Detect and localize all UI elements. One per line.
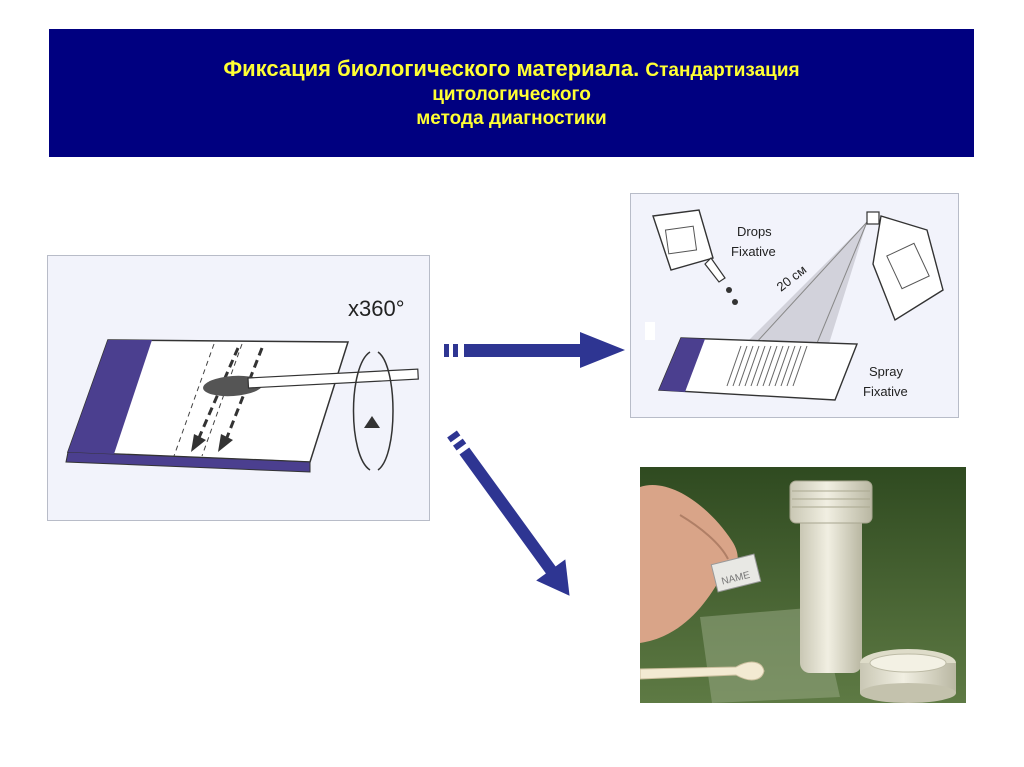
guide-line <box>201 343 243 457</box>
spray-label <box>886 242 930 290</box>
arrow-dash <box>453 344 458 357</box>
fixation-container-photo: NAME <box>640 467 966 703</box>
spray-bottle <box>872 215 944 322</box>
arrow-dash <box>453 438 467 451</box>
spray-label-line2: Fixative <box>863 384 908 399</box>
cap-bottom <box>860 683 956 703</box>
direction-arrow <box>196 347 240 441</box>
title-line-2: цитологического <box>432 84 591 106</box>
rotation-arc <box>377 351 394 471</box>
spray-nozzle <box>866 211 880 225</box>
marker <box>645 322 655 340</box>
arrow-dash <box>444 344 449 357</box>
title-main: Фиксация биологического материала. <box>223 56 640 82</box>
photo-drawing: NAME <box>640 467 966 703</box>
rotation-arc <box>352 351 371 471</box>
arrow-head-right <box>580 332 625 368</box>
slide-label-band <box>68 340 152 454</box>
arrow-head <box>536 559 570 596</box>
drop-bottle <box>652 209 714 271</box>
bottle-nozzle <box>704 257 726 283</box>
container-tube <box>800 507 862 673</box>
flow-arrows <box>444 332 625 596</box>
arrow-shaft <box>459 447 558 576</box>
spray-label-line1: Spray <box>869 364 903 379</box>
finger-crease <box>679 514 729 560</box>
spray-cone <box>743 222 867 350</box>
rotation-arrow-head <box>364 416 380 428</box>
brush-handle <box>247 368 419 389</box>
spray-line <box>814 221 868 349</box>
slide-edge <box>65 451 311 473</box>
title-sub: Стандартизация <box>645 60 800 82</box>
arrow-dash <box>447 430 461 443</box>
arrow-diagonal <box>447 430 570 596</box>
cap-rim <box>869 653 947 673</box>
guide-line <box>173 343 215 457</box>
drop <box>726 287 732 293</box>
slide-label-band <box>659 338 705 392</box>
smear-drawing: x360° <box>65 296 419 473</box>
drop <box>732 299 738 305</box>
arrow-shaft <box>464 344 584 357</box>
arrow-head <box>218 434 233 452</box>
slide-name-label <box>710 553 762 593</box>
drops-label-line1: Drops <box>737 224 772 239</box>
container-neck <box>789 480 873 524</box>
direction-arrow <box>224 347 264 441</box>
spatula <box>640 661 765 681</box>
smear-lines <box>726 345 808 387</box>
page-title: Фиксация биологического материала. Станд… <box>223 55 799 83</box>
hand <box>640 485 738 643</box>
smear-illustration: x360° <box>47 255 430 521</box>
fixative-drawing: Drops Fixative 20 см Spray Fixative <box>645 209 944 401</box>
arrow-head <box>191 434 206 452</box>
title-banner: Фиксация биологического материала. Станд… <box>49 29 974 157</box>
rotation-label: x360° <box>348 296 405 321</box>
fixative-illustration: Drops Fixative 20 см Spray Fixative <box>630 193 959 418</box>
drops-label-line2: Fixative <box>731 244 776 259</box>
title-line-3: метода диагностики <box>416 107 607 129</box>
bottle-label <box>664 225 698 255</box>
spray-line <box>754 221 868 345</box>
